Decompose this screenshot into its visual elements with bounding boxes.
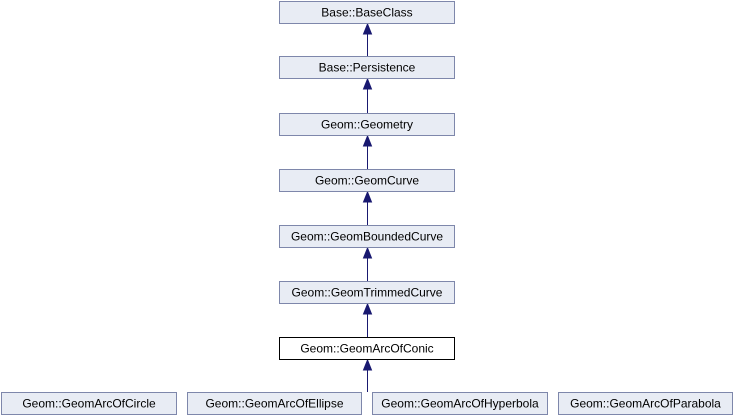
class-node-box[interactable] xyxy=(279,1,455,24)
class-node-persistence[interactable]: Base::Persistence xyxy=(279,56,455,79)
class-node-geomboundedcurve[interactable]: Geom::GeomBoundedCurve xyxy=(279,225,455,248)
class-node-label[interactable]: Base::Persistence xyxy=(319,61,416,75)
class-node-label[interactable]: Geom::GeomArcOfParabola xyxy=(570,397,721,411)
class-node-geometry[interactable]: Geom::Geometry xyxy=(279,113,455,136)
class-node-box[interactable] xyxy=(279,56,455,79)
class-node-label[interactable]: Geom::GeomBoundedCurve xyxy=(291,230,443,244)
class-node-geomarcofconic[interactable]: Geom::GeomArcOfConic xyxy=(279,337,455,360)
class-node-baseclass[interactable]: Base::BaseClass xyxy=(279,1,455,24)
class-node-label[interactable]: Geom::GeomTrimmedCurve xyxy=(292,286,443,300)
inheritance-arrowhead-geomtrimmedcurve xyxy=(362,302,373,315)
class-node-box[interactable] xyxy=(279,281,455,304)
class-node-label[interactable]: Geom::GeomCurve xyxy=(315,174,419,188)
class-node-box[interactable] xyxy=(279,113,455,136)
class-node-geomarcofellipse[interactable]: Geom::GeomArcOfEllipse xyxy=(187,392,362,415)
class-node-box[interactable] xyxy=(1,392,177,415)
class-node-geomcurve[interactable]: Geom::GeomCurve xyxy=(279,169,455,192)
class-node-label[interactable]: Geom::GeomArcOfEllipse xyxy=(205,397,343,411)
class-node-label[interactable]: Geom::GeomArcOfHyperbola xyxy=(381,397,539,411)
class-node-geomtrimmedcurve[interactable]: Geom::GeomTrimmedCurve xyxy=(279,281,455,304)
class-node-geomarcofparabola[interactable]: Geom::GeomArcOfParabola xyxy=(558,392,733,415)
inheritance-arrowhead-geometry xyxy=(362,134,373,147)
class-node-label[interactable]: Geom::GeomArcOfConic xyxy=(300,342,433,356)
class-node-box[interactable] xyxy=(187,392,362,415)
inheritance-arrowhead-baseclass xyxy=(362,22,373,35)
class-node-geomarcofcircle[interactable]: Geom::GeomArcOfCircle xyxy=(1,392,177,415)
inheritance-arrowhead-geomarcofconic xyxy=(362,358,373,371)
inheritance-edges xyxy=(362,22,373,392)
class-node-box[interactable] xyxy=(558,392,733,415)
inheritance-arrowhead-persistence xyxy=(362,77,373,90)
class-node-label[interactable]: Geom::Geometry xyxy=(321,118,413,132)
class-node-box[interactable] xyxy=(279,169,455,192)
class-node-box[interactable] xyxy=(279,225,455,248)
class-node-box[interactable] xyxy=(372,392,548,415)
class-node-box[interactable] xyxy=(279,337,455,360)
inheritance-arrowhead-geomcurve xyxy=(362,190,373,203)
class-node-label[interactable]: Geom::GeomArcOfCircle xyxy=(22,397,156,411)
class-node-geomarcofhyperbola[interactable]: Geom::GeomArcOfHyperbola xyxy=(372,392,548,415)
inheritance-arrowhead-geomboundedcurve xyxy=(362,246,373,259)
class-node-label[interactable]: Base::BaseClass xyxy=(321,6,412,20)
